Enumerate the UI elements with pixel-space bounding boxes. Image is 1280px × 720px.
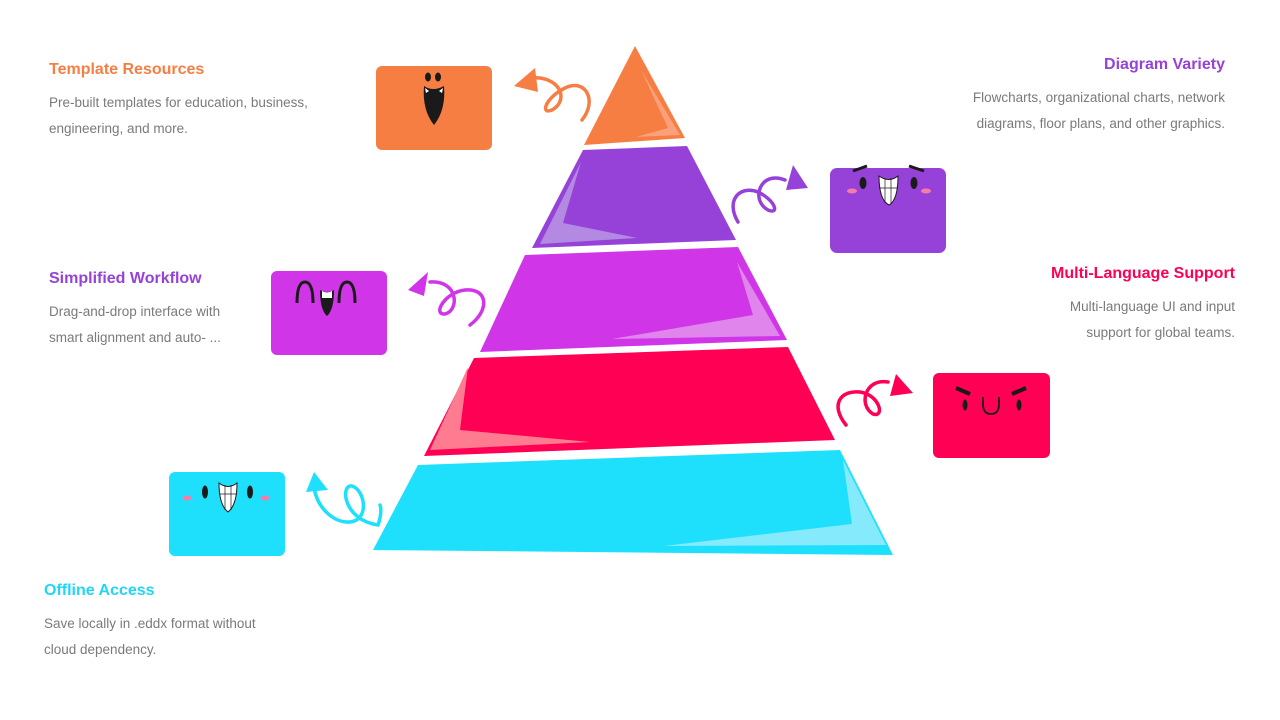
face-card-offline-access: [169, 472, 285, 556]
description-line: Multi-language UI and input: [1069, 299, 1235, 314]
face-card-multi-language-support: [933, 373, 1050, 458]
description-line: Pre-built templates for education, busin…: [49, 95, 308, 110]
description-line: cloud dependency.: [44, 642, 157, 657]
curly-arrow-icon: [514, 68, 591, 122]
feature-multi-language-support: Multi-Language Support Multi-language UI…: [1015, 264, 1235, 346]
feature-title: Offline Access: [44, 582, 155, 599]
face-card-simplified-workflow: [271, 271, 387, 355]
pyramid-layer-template-resources[interactable]: [584, 46, 685, 145]
feature-title: Template Resources: [49, 61, 205, 78]
feature-title: Multi-Language Support: [1051, 265, 1235, 282]
mouth-icon: [423, 86, 445, 125]
curly-arrow-icon: [836, 374, 913, 427]
pyramid-layer-multi-language-support[interactable]: [424, 347, 835, 456]
description-line: engineering, and more.: [49, 121, 188, 136]
description-line: smart alignment and auto- ...: [49, 330, 221, 345]
face-card-template-resources: [376, 66, 492, 150]
curly-arrow-icon: [306, 472, 383, 527]
pyramid-layer-diagram-variety[interactable]: [532, 146, 736, 248]
feature-description: Save locally in .eddx format without clo…: [44, 611, 304, 663]
description-line: Drag-and-drop interface with: [49, 304, 221, 319]
description-line: Save locally in .eddx format without: [44, 616, 256, 631]
feature-description: Pre-built templates for education, busin…: [49, 90, 349, 142]
pyramid-layer-offline-access[interactable]: [373, 450, 893, 555]
eye-icon: [435, 72, 441, 82]
description-line: diagrams, floor plans, and other graphic…: [976, 116, 1225, 131]
feature-description: Multi-language UI and input support for …: [1015, 294, 1235, 346]
feature-description: Flowcharts, organizational charts, netwo…: [925, 85, 1225, 137]
description-line: support for global teams.: [1086, 325, 1235, 340]
feature-title: Simplified Workflow: [49, 270, 202, 287]
feature-title: Diagram Variety: [1104, 56, 1225, 73]
eye-icon: [425, 72, 431, 82]
feature-description: Drag-and-drop interface with smart align…: [49, 299, 269, 351]
description-line: Flowcharts, organizational charts, netwo…: [972, 90, 1225, 105]
pyramid-layer-simplified-workflow[interactable]: [480, 247, 787, 352]
curly-arrow-icon: [731, 165, 808, 224]
feature-offline-access: Offline Access Save locally in .eddx for…: [44, 581, 304, 663]
feature-diagram-variety: Diagram Variety Flowcharts, organization…: [925, 55, 1225, 137]
feature-template-resources: Template Resources Pre-built templates f…: [49, 60, 349, 142]
curly-arrow-icon: [408, 272, 486, 327]
feature-simplified-workflow: Simplified Workflow Drag-and-drop interf…: [49, 269, 269, 351]
face-card-diagram-variety: [830, 164, 946, 253]
